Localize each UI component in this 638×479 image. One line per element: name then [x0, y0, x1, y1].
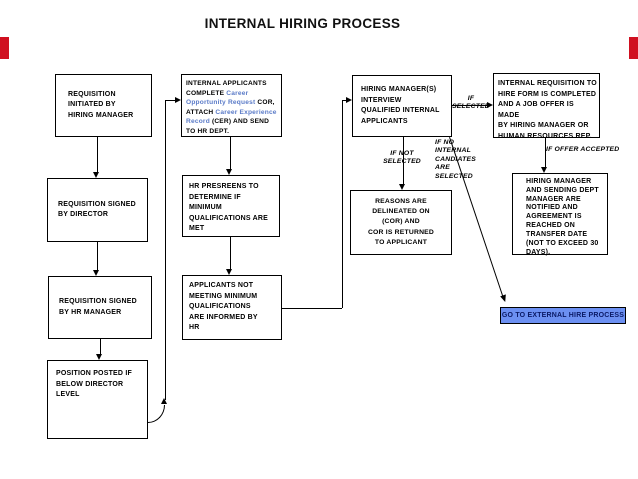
flow-line	[165, 100, 176, 101]
flow-curve	[148, 405, 165, 423]
cta-label: GO TO EXTERNAL HIRE PROCESS	[501, 312, 625, 319]
text-segment: (CER) AND SEND TO HR DEPT.	[186, 118, 270, 135]
inline-link[interactable]: Career Experience Record	[186, 108, 277, 126]
flow-box-requisition-signed-hr-manager: REQUISITION SIGNED BY HR MANAGER	[48, 276, 152, 339]
slide-title: INTERNAL HIRING PROCESS	[204, 16, 401, 31]
flow-arrowhead	[541, 167, 547, 173]
flow-line	[545, 138, 546, 167]
flow-box-hiring-manager-sending-dept: HIRING MANAGER AND SENDING DEPT MANAGER …	[512, 173, 608, 256]
box-text: REQUISITION INITIATED BY HIRING MANAGER	[68, 90, 134, 119]
flow-arrowhead	[487, 102, 493, 108]
edge-label-if-not-selected: IF NOT SELECTED	[383, 150, 421, 166]
box-text: HIRING MANAGER AND SENDING DEPT MANAGER …	[526, 178, 599, 256]
flow-arrowhead	[226, 169, 232, 175]
box-text: INTERNAL REQUISITION TO HIRE FORM IS COM…	[498, 80, 597, 140]
box-text: REQUISITION SIGNED BY DIRECTOR	[58, 200, 136, 219]
box-text: HIRING MANAGER(S) INTERVIEW QUALIFIED IN…	[361, 86, 440, 125]
text-segment: COR, ATTACH	[186, 99, 275, 116]
flow-line	[100, 339, 101, 354]
flow-box-position-posted: POSITION POSTED IF BELOW DIRECTOR LEVEL	[47, 360, 148, 439]
inline-link[interactable]: Career Opportunity Request	[186, 89, 256, 107]
flow-box-applicants-not-meeting: APPLICANTS NOT MEETING MINIMUM QUALIFICA…	[182, 275, 282, 340]
red-accent-right	[629, 37, 638, 59]
flow-line	[97, 137, 98, 172]
box-text: POSITION POSTED IF BELOW DIRECTOR LEVEL	[56, 370, 132, 398]
flow-box-reasons-delineated: REASONS ARE DELINEATED ON (COR) AND COR …	[350, 190, 452, 255]
flow-box-requisition-signed-director: REQUISITION SIGNED BY DIRECTOR	[47, 178, 148, 242]
flow-line	[97, 242, 98, 270]
flow-box-hiring-managers-interview: HIRING MANAGER(S) INTERVIEW QUALIFIED IN…	[352, 75, 452, 137]
edge-label-if-no-internal-candidates: IF NO INTERNAL CANDIATES ARE SELECTED	[435, 139, 476, 180]
flow-arrowhead	[161, 398, 167, 404]
flow-line	[342, 100, 343, 308]
flow-line	[282, 308, 342, 309]
flow-box-hr-prescreens: HR PRESREENS TO DETERMINE IF MINIMUM QUA…	[182, 175, 280, 237]
box-text: APPLICANTS NOT MEETING MINIMUM QUALIFICA…	[189, 282, 258, 331]
flow-arrowhead	[175, 97, 181, 103]
flow-line	[230, 137, 231, 169]
red-accent-left	[0, 37, 9, 59]
flow-line	[342, 100, 347, 101]
rich-box-text: INTERNAL APPLICANTS COMPLETE Career Oppo…	[186, 80, 277, 135]
flow-arrowhead	[93, 172, 99, 178]
flow-line	[165, 100, 166, 400]
flow-line	[230, 237, 231, 269]
flow-arrowhead	[399, 184, 405, 190]
flow-arrowhead	[93, 270, 99, 276]
go-to-external-hire-process-button[interactable]: GO TO EXTERNAL HIRE PROCESS	[500, 307, 626, 324]
flow-line	[403, 137, 404, 184]
box-text: REQUISITION SIGNED BY HR MANAGER	[59, 298, 137, 316]
edge-label-if-offer-accepted: IF OFFER ACCEPTED	[546, 146, 620, 153]
flow-arrowhead	[346, 97, 352, 103]
flow-arrowhead	[96, 354, 102, 360]
flow-box-internal-requisition-to-hire: INTERNAL REQUISITION TO HIRE FORM IS COM…	[493, 73, 600, 140]
flow-arrowhead	[226, 269, 232, 275]
flow-box-requisition-initiated: REQUISITION INITIATED BY HIRING MANAGER	[55, 74, 152, 137]
text-segment: INTERNAL APPLICANTS COMPLETE	[186, 80, 267, 97]
box-text: REASONS ARE DELINEATED ON (COR) AND COR …	[367, 198, 435, 246]
flow-box-internal-applicants: INTERNAL APPLICANTS COMPLETE Career Oppo…	[181, 74, 282, 137]
edge-label-if-selected: IF SELECTED	[452, 95, 490, 111]
box-text: HR PRESREENS TO DETERMINE IF MINIMUM QUA…	[189, 183, 269, 232]
flow-line	[452, 105, 487, 106]
